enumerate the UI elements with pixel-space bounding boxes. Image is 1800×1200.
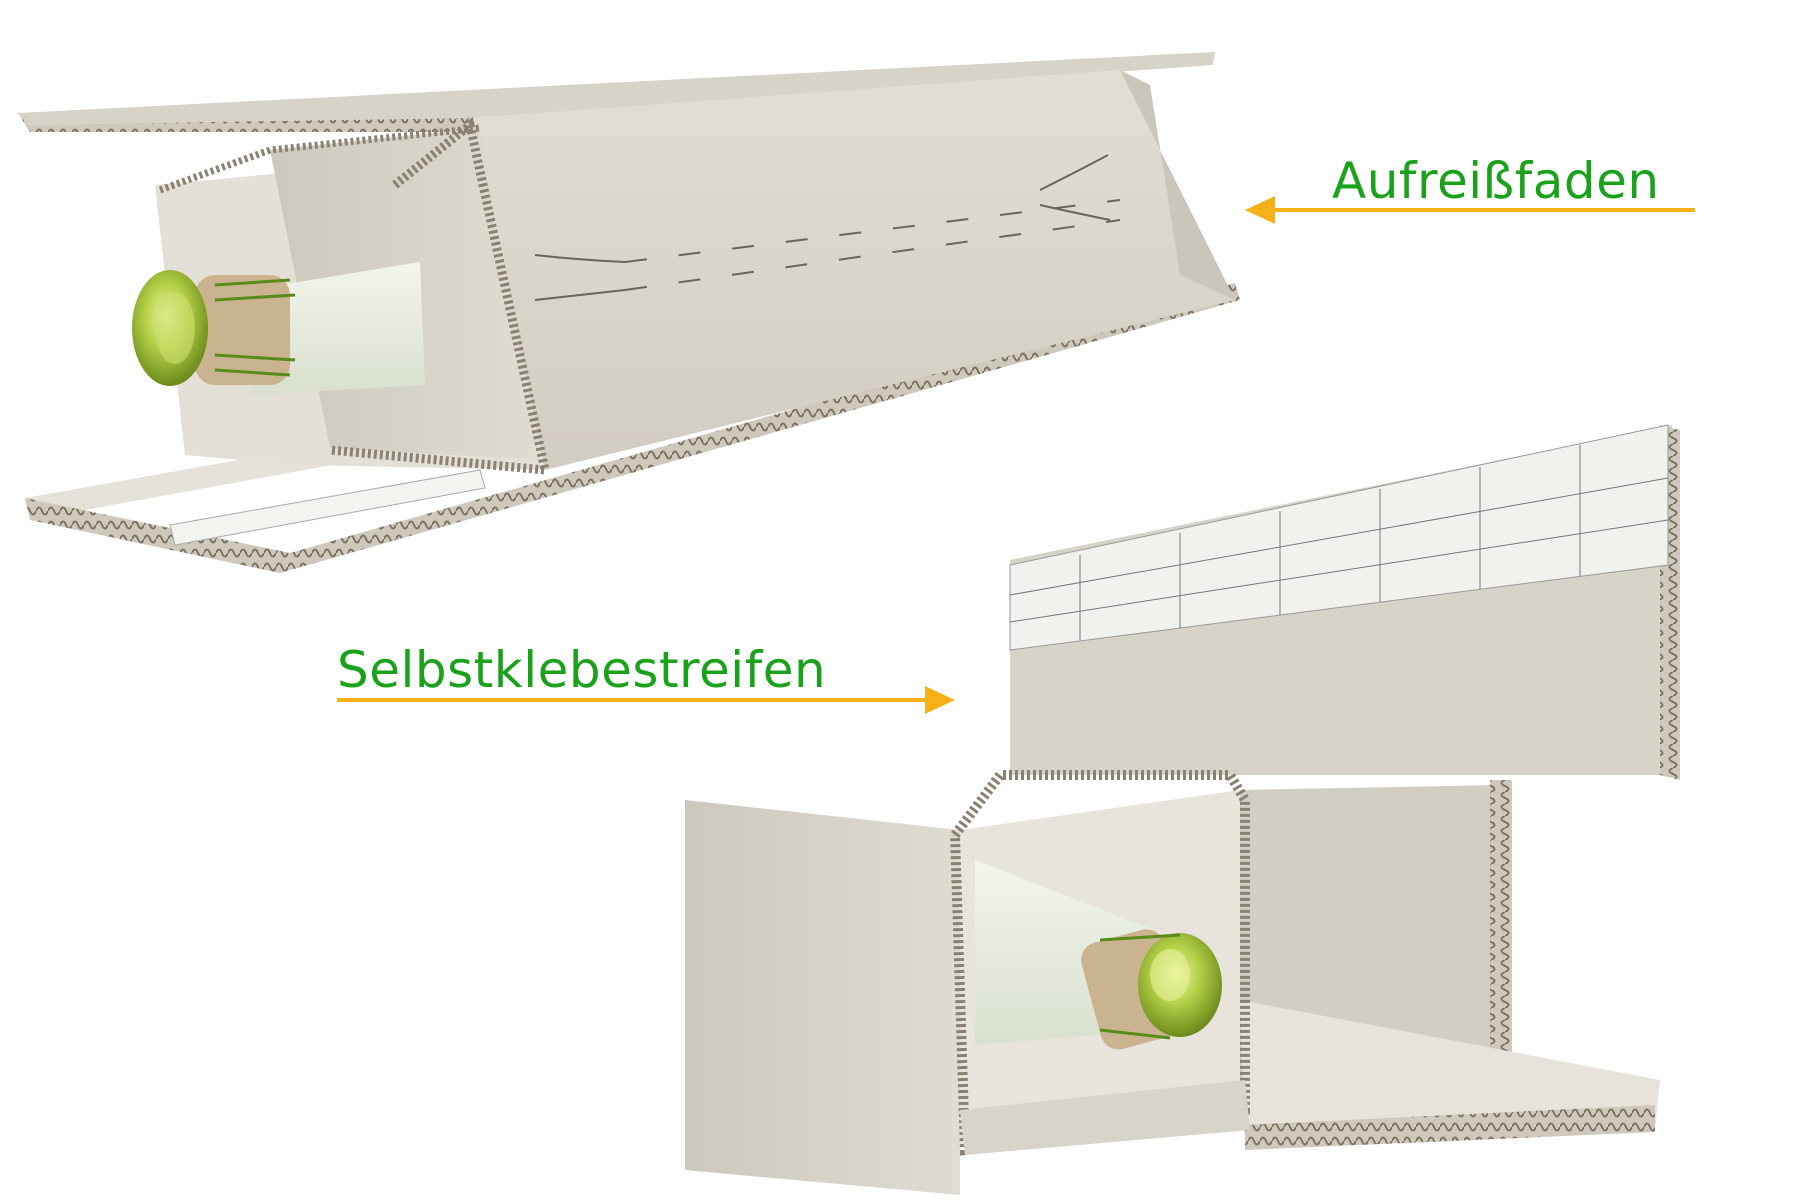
box-front-flap	[960, 1080, 1250, 1155]
open-shipping-box	[685, 424, 1680, 1195]
tear-thread-perforation	[534, 154, 1121, 301]
closed-shipping-box	[18, 52, 1240, 573]
box-front-face	[470, 70, 1235, 470]
box-rim	[329, 116, 551, 476]
box-base-edge	[1245, 1105, 1655, 1150]
tear-thread-label: Aufreißfaden	[1332, 152, 1660, 210]
champagne-bottle-open-box	[975, 860, 1222, 1050]
adhesive-strip-label: Selbstklebestreifen	[337, 641, 827, 699]
box-end-panel	[1120, 70, 1235, 300]
box-top-flap	[18, 52, 1215, 125]
arrow-right-icon	[337, 686, 955, 714]
arrow-left-icon	[1245, 196, 1695, 224]
champagne-bottle	[132, 262, 425, 395]
box-back-wall-edge	[1490, 780, 1512, 1080]
box-back-wall	[1240, 785, 1500, 1085]
box-side-wall	[685, 800, 960, 1195]
flap-printed-strip	[169, 469, 486, 546]
box-bottom-flap-edge	[25, 283, 1240, 573]
box-top-flap-edge	[18, 113, 480, 132]
adhesive-strip-print	[1009, 445, 1669, 640]
